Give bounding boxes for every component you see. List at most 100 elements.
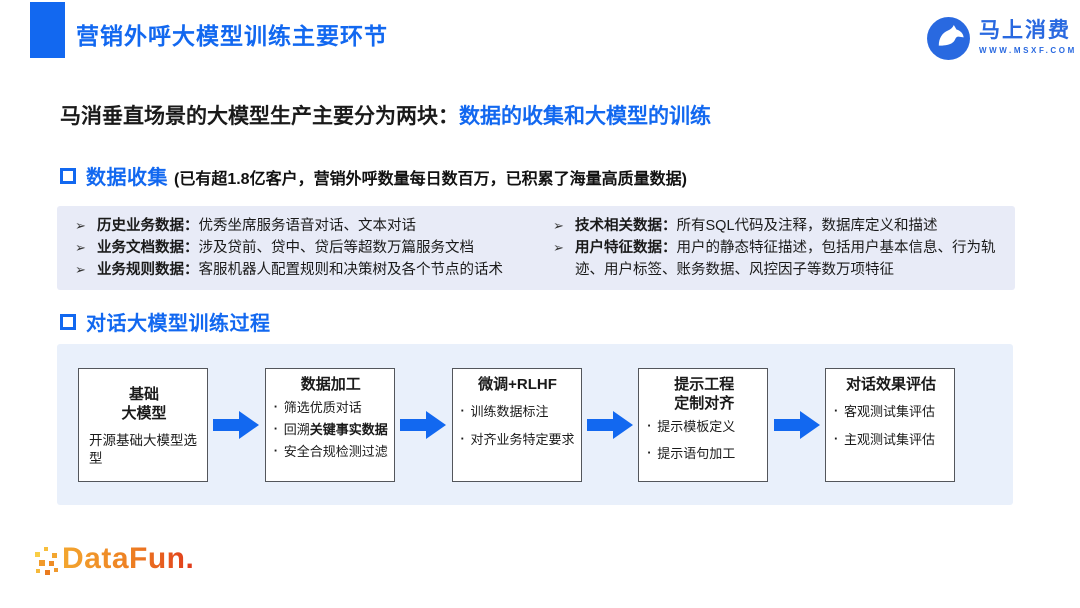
- training-flow-panel: 基础 大模型 开源基础大模型选型 数据加工 ·筛选优质对话 ·回溯关键事实数据 …: [57, 344, 1013, 505]
- flow-box-title-line: 大模型: [121, 404, 167, 422]
- data-item: ➢ 业务文档数据：涉及贷前、贷中、贷后等超数万篇服务文档: [75, 237, 553, 259]
- flow-box-item-bold-text: 关键事实数据: [309, 421, 388, 437]
- flow-box-evaluation: 对话效果评估 ·客观测试集评估 ·主观测试集评估: [825, 367, 955, 482]
- flow-box-item-text: 提示模板定义: [657, 418, 736, 434]
- msxf-brand-url: WWW.MSXF.COM: [979, 46, 1077, 55]
- arrow-bullet-icon: ➢: [75, 218, 86, 233]
- dot-bullet-icon: ·: [460, 430, 465, 446]
- flow-box-item-text: 主观测试集评估: [844, 431, 936, 447]
- arrow-bullet-icon: ➢: [75, 262, 86, 277]
- flow-box-title-line: 基础: [128, 385, 159, 403]
- flow-box-title-line: 数据加工: [300, 375, 361, 393]
- flow-box-item: ·客观测试集评估: [833, 403, 949, 420]
- flow-box-title-line: 提示工程: [674, 375, 735, 393]
- flow-box-item: ·安全合规检测过滤: [273, 443, 389, 460]
- data-collection-panel: ➢历史业务数据：优秀坐席服务语音对话、文本对话 ➢业务文档数据：涉及贷前、贷中、…: [57, 206, 1015, 290]
- data-item-separator: ：: [662, 218, 677, 234]
- flow-box-item-text: 客观测试集评估: [844, 403, 936, 419]
- data-item-separator: ：: [662, 240, 677, 256]
- flow-box-title-line: 微调+RLHF: [478, 375, 557, 393]
- flow-arrow-icon: [773, 410, 820, 439]
- data-item-label: 用户特征数据：: [575, 240, 677, 256]
- datafun-pixels-icon: [35, 547, 58, 575]
- subtitle-blue-part: 数据的收集和大模型的训练: [459, 105, 711, 128]
- data-item-label-text: 历史业务数据: [97, 218, 184, 234]
- data-item-separator: ：: [184, 262, 199, 278]
- data-collection-left-column: ➢历史业务数据：优秀坐席服务语音对话、文本对话 ➢业务文档数据：涉及贷前、贷中、…: [75, 215, 553, 281]
- data-item: ➢ 业务规则数据：客服机器人配置规则和决策树及各个节点的话术: [75, 259, 553, 281]
- flow-box-item: · 对齐业务特定要求: [460, 431, 576, 448]
- data-item-text: 所有SQL代码及注释，数据库定义和描述: [676, 218, 938, 234]
- training-heading: 对话大模型训练过程: [86, 313, 271, 335]
- subtitle-black-part: 马消垂直场景的大模型生产主要分为两块：: [60, 105, 459, 128]
- data-item: ➢ 用户特征数据：用户的静态特征描述，包括用户基本信息、行为轨迹、用户标签、账务数…: [553, 237, 1005, 281]
- flow-arrow: [208, 410, 265, 439]
- flow-box-item: ·提示语句加工: [646, 445, 762, 462]
- flow-box-item-text: 回溯: [283, 421, 310, 437]
- flow-box-title: 提示工程 定制对齐: [646, 375, 762, 413]
- flow-box-prompt-engineering: 提示工程 定制对齐 · 提示模板定义 ·提示语句加工: [638, 367, 769, 482]
- data-collection-heading-row: 数据收集 (已有超1.8亿客户，营销外呼数量每日数百万，已积累了海量高质量数据): [60, 161, 687, 190]
- flow-box-data-processing: 数据加工 ·筛选优质对话 ·回溯关键事实数据 ·安全合规检测过滤: [264, 367, 395, 482]
- flow-arrow-icon: [400, 410, 447, 439]
- arrow-bullet-icon: ➢: [553, 218, 564, 233]
- data-item-label-text: 业务规则数据: [97, 262, 184, 278]
- data-item-separator: ：: [184, 240, 199, 256]
- data-item-label: 业务文档数据：: [97, 240, 199, 256]
- flow-box-item-text: 筛选优质对话: [283, 399, 362, 415]
- data-item-label: 历史业务数据：: [97, 218, 199, 234]
- data-item-text: 优秀坐席服务语音对话、文本对话: [198, 218, 417, 234]
- data-item-label: 业务规则数据：: [97, 262, 199, 278]
- flow-arrow-icon: [586, 410, 633, 439]
- msxf-brand-logo: 马上消费 WWW.MSXF.COM: [926, 16, 1077, 61]
- data-item: ➢ 历史业务数据：优秀坐席服务语音对话、文本对话: [75, 215, 553, 237]
- data-item-separator: ：: [184, 218, 199, 234]
- data-item-label-text: 用户特征数据: [575, 240, 662, 256]
- flow-box-title: 基础 大模型: [86, 385, 202, 423]
- flow-box-body: 开源基础大模型选型: [89, 432, 197, 466]
- data-collection-heading: 数据收集: [86, 167, 168, 189]
- arrow-bullet-icon: ➢: [553, 240, 564, 255]
- data-item: ➢ 技术相关数据：所有SQL代码及注释，数据库定义和描述: [553, 215, 1005, 237]
- dot-bullet-icon: ·: [647, 417, 652, 433]
- data-collection-right-column: ➢技术相关数据：所有SQL代码及注释，数据库定义和描述 ➢用户特征数据：用户的静…: [553, 215, 1005, 281]
- msxf-brand-name: 马上消费: [979, 19, 1071, 42]
- flow-box-item-text: 训练数据标注: [470, 403, 549, 419]
- datafun-logo: DataFun.: [34, 541, 194, 577]
- slide-subtitle: 马消垂直场景的大模型生产主要分为两块：数据的收集和大模型的训练: [60, 100, 711, 130]
- flow-box-finetune-rlhf: 微调+RLHF · 训练数据标注 · 对齐业务特定要求: [451, 367, 582, 482]
- flow-arrow-icon: [213, 410, 260, 439]
- dot-bullet-icon: ·: [273, 398, 279, 414]
- flow-box-item-text: 对齐业务特定要求: [470, 431, 575, 447]
- title-accent-bar: [30, 2, 65, 58]
- arrow-bullet-icon: ➢: [75, 240, 86, 255]
- data-item-label-text: 业务文档数据: [97, 240, 184, 256]
- flow-box-item: ·回溯关键事实数据: [273, 421, 389, 438]
- flow-box-title: 数据加工: [273, 375, 389, 394]
- msxf-brand-text: 马上消费 WWW.MSXF.COM: [979, 16, 1077, 56]
- data-collection-note: (已有超1.8亿客户，营销外呼数量每日数百万，已积累了海量高质量数据): [174, 170, 687, 188]
- flow-box-title-line: 对话效果评估: [845, 375, 936, 393]
- flow-box-item: · 提示模板定义: [646, 418, 762, 435]
- dot-bullet-icon: ·: [460, 402, 465, 418]
- section-bullet-square-icon: [60, 167, 76, 184]
- page-title: 营销外呼大模型训练主要环节: [76, 23, 388, 49]
- flow-arrow: [395, 410, 452, 439]
- data-item-label-text: 技术相关数据: [575, 218, 662, 234]
- dot-bullet-icon: ·: [273, 420, 279, 436]
- data-item-text: 用户的静态特征描述，包括用户基本信息、行为轨迹、用户标签、账务数据、风控因子等数…: [575, 240, 996, 278]
- flow-box-title: 对话效果评估: [833, 375, 949, 394]
- flow-box-title-line: 定制对齐: [674, 394, 735, 412]
- flow-arrow: [768, 410, 825, 439]
- training-heading-row: 对话大模型训练过程: [60, 307, 271, 336]
- flow-box-item-text: 安全合规检测过滤: [283, 443, 388, 459]
- flow-box-item: ·筛选优质对话: [273, 399, 389, 416]
- data-item-label: 技术相关数据：: [575, 218, 677, 234]
- section-bullet-square-icon: [60, 313, 76, 330]
- flow-box-item: ·主观测试集评估: [833, 431, 949, 448]
- datafun-logo-text: DataFun.: [62, 542, 195, 575]
- data-item-text: 客服机器人配置规则和决策树及各个节点的话术: [198, 262, 504, 278]
- flow-box-title: 微调+RLHF: [460, 375, 576, 394]
- flow-box-item: · 训练数据标注: [460, 403, 576, 420]
- data-item-text: 涉及贷前、贷中、贷后等超数万篇服务文档: [198, 240, 475, 256]
